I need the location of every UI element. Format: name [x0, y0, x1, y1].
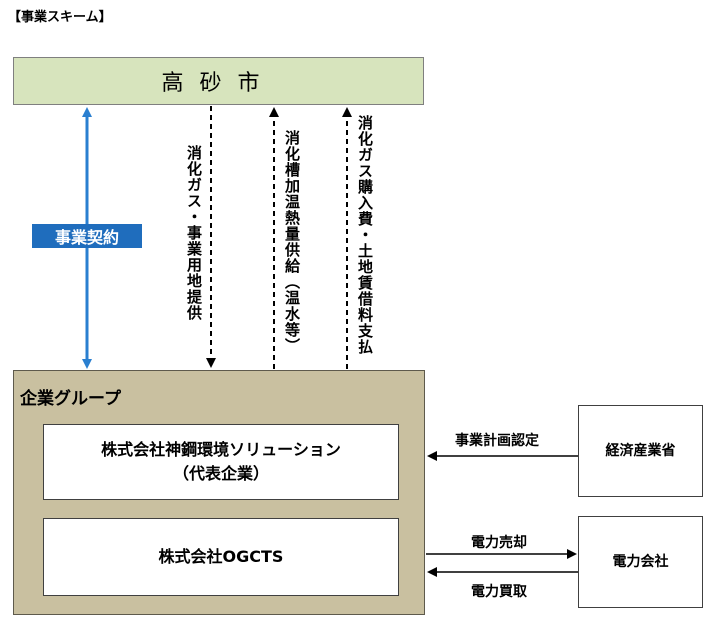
company-group-label: 企業グループ: [20, 389, 121, 409]
flow-label-heat: 消化槽加温熱量供給（温水等）: [283, 130, 301, 354]
ogcts-box: 株式会社OGCTS: [43, 518, 399, 596]
power-buy-label: 電力買取: [471, 584, 527, 600]
meti-box: 経済産業省: [578, 405, 703, 497]
takasago-city-box: 高砂市: [13, 57, 424, 105]
plan-approval-label: 事業計画認定: [455, 433, 539, 449]
kobelco-name: 株式会社神鋼環境ソリューション: [101, 440, 341, 459]
power-sale-label: 電力売却: [471, 535, 527, 551]
kobelco-eco-solutions-box: 株式会社神鋼環境ソリューション （代表企業）: [43, 424, 399, 500]
kobelco-role: （代表企業）: [172, 464, 269, 483]
power-company-box: 電力会社: [578, 516, 703, 608]
flow-label-supply: 消化ガス・事業用地提供: [185, 145, 203, 321]
flow-label-payment: 消化ガス購入費・土地賃借料支払: [356, 115, 374, 355]
contract-label: 事業契約: [32, 224, 142, 248]
scheme-title: 【事業スキーム】: [8, 10, 112, 25]
